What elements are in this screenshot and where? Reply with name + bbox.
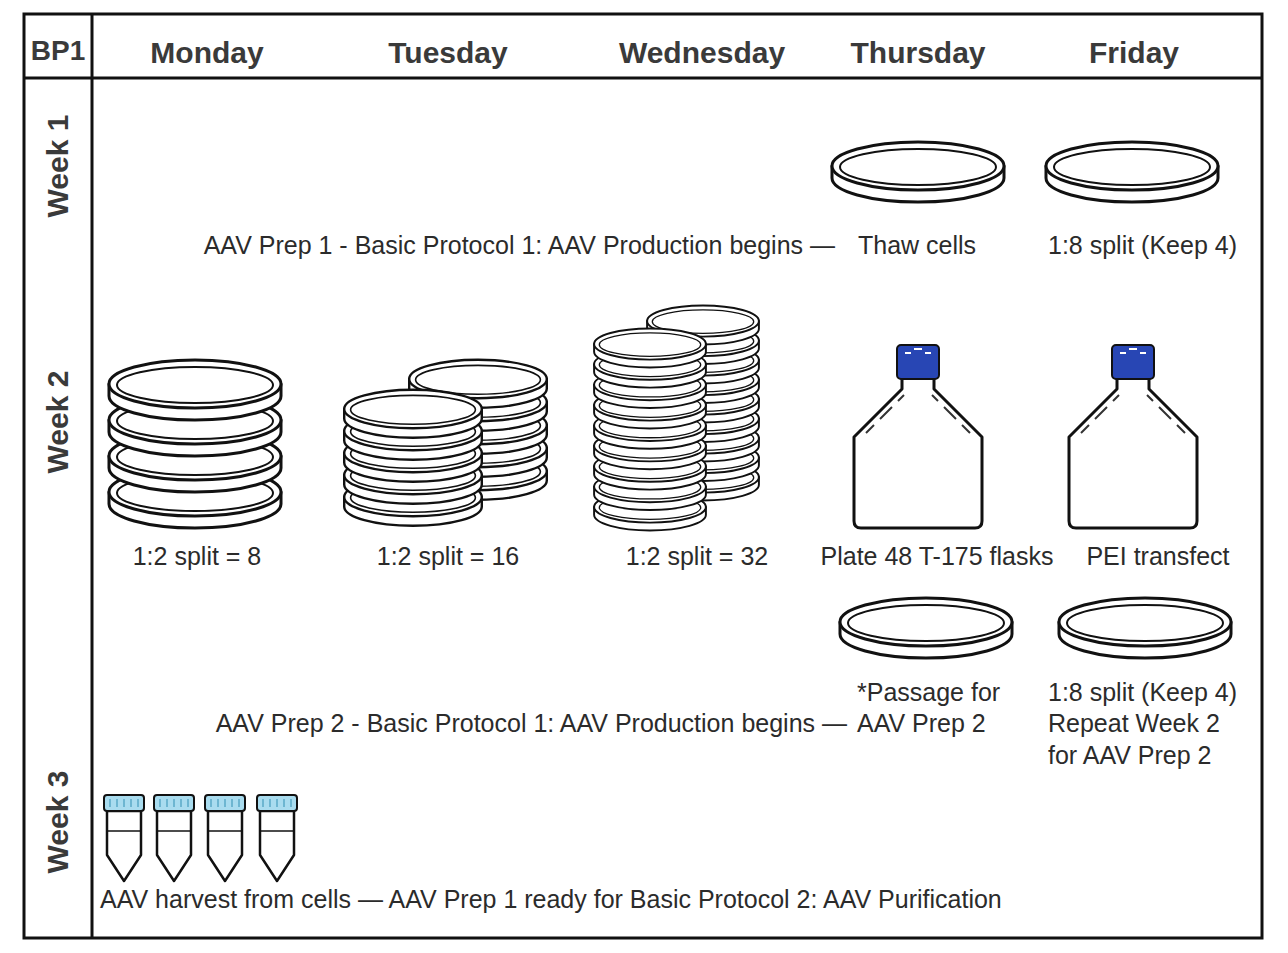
step-label: 1:8 split (Keep 4) Repeat Week 2 for AAV…: [1048, 677, 1246, 771]
day-header: Wednesday: [619, 34, 785, 72]
table-border: [24, 14, 1262, 938]
table-corner: BP1: [31, 33, 85, 68]
petri-dish: [594, 328, 706, 367]
week-label: Week 3: [39, 771, 77, 874]
week-label: Week 2: [39, 371, 77, 474]
conical-tube: [205, 795, 245, 881]
day-header: Friday: [1089, 34, 1179, 72]
petri-dish: [832, 142, 1004, 202]
week-label: Week 1: [39, 115, 77, 218]
petri-dish: [109, 360, 281, 420]
conical-tube: [104, 795, 144, 881]
step-label: PEI transfect: [1086, 541, 1229, 572]
conical-tube: [154, 795, 194, 881]
table-rule: [24, 77, 1262, 80]
step-label: *Passage for AAV Prep 2: [857, 677, 1027, 740]
table-rule: [91, 14, 94, 938]
dish-stack: [344, 390, 482, 526]
day-header: Thursday: [850, 34, 985, 72]
petri-dish: [1059, 598, 1231, 658]
t175-flask: [854, 345, 982, 528]
step-label: Plate 48 T-175 flasks: [820, 541, 1053, 572]
step-label: 1:2 split = 32: [626, 541, 768, 572]
step-label: 1:8 split (Keep 4): [1048, 230, 1237, 261]
petri-dish: [840, 598, 1012, 658]
dish-stack: [594, 328, 706, 530]
day-header: Tuesday: [388, 34, 508, 72]
t175-flask: [1069, 345, 1197, 528]
step-label: 1:2 split = 8: [133, 541, 262, 572]
day-header: Monday: [150, 34, 263, 72]
step-label: 1:2 split = 16: [377, 541, 519, 572]
petri-dish: [1046, 142, 1218, 202]
step-note: AAV Prep 1 - Basic Protocol 1: AAV Produ…: [204, 230, 835, 261]
step-note: AAV harvest from cells — AAV Prep 1 read…: [100, 884, 1002, 915]
step-note: AAV Prep 2 - Basic Protocol 1: AAV Produ…: [216, 708, 847, 739]
step-label: Thaw cells: [858, 230, 976, 261]
petri-dish: [344, 390, 482, 438]
conical-tube: [257, 795, 297, 881]
